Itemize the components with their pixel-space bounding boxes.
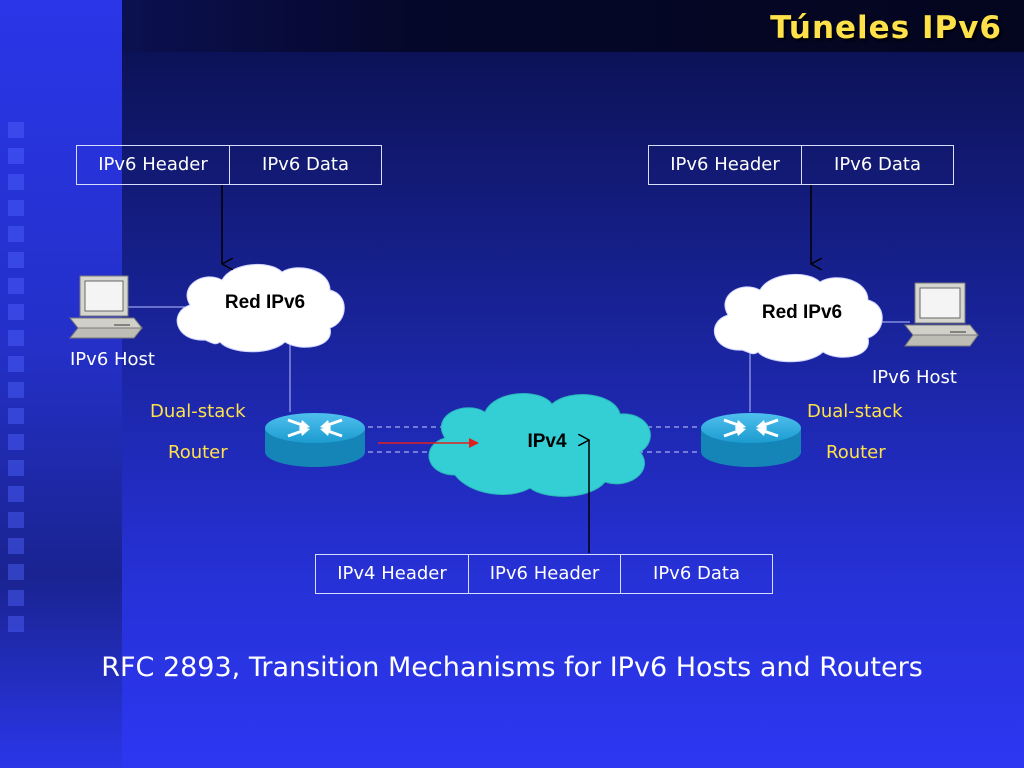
left-host-computer-icon [68, 275, 144, 339]
tunnel-packet: IPv4 Header IPv6 Header IPv6 Data [315, 554, 773, 594]
right-ipv6-cloud: Red IPv6 [713, 273, 883, 363]
right-router-icon [701, 413, 801, 467]
left-packet-header: IPv6 Header [98, 154, 208, 175]
left-host-label: IPv6 Host [70, 349, 155, 370]
left-ipv6-cloud: Red IPv6 [176, 263, 345, 353]
tunnel-packet-ipv6-data: IPv6 Data [620, 555, 772, 593]
left-cloud-label: Red IPv6 [225, 292, 305, 313]
ipv4-cloud-label: IPv4 [527, 431, 567, 452]
right-host-computer-icon [903, 282, 980, 347]
title-bar [0, 0, 1024, 52]
rfc-footer: RFC 2893, Transition Mechanisms for IPv6… [101, 652, 923, 683]
left-ipv6-packet: IPv6 Header IPv6 Data [76, 145, 382, 185]
left-router-icon [265, 413, 365, 467]
left-router-label-line1: Dual-stack [150, 401, 246, 422]
left-packet-data: IPv6 Data [229, 146, 381, 184]
left-decor-panel [0, 0, 122, 768]
tunnel-packet-ipv4-header: IPv4 Header [337, 563, 447, 584]
right-cloud-label: Red IPv6 [762, 302, 842, 323]
ipv4-cloud: IPv4 [428, 393, 651, 497]
right-packet-data: IPv6 Data [801, 146, 953, 184]
left-router-label-line2: Router [168, 442, 228, 463]
right-router-label-line2: Router [826, 442, 886, 463]
right-ipv6-packet: IPv6 Header IPv6 Data [648, 145, 954, 185]
tunnel-packet-ipv6-header: IPv6 Header [468, 555, 620, 593]
right-packet-header: IPv6 Header [670, 154, 780, 175]
right-host-label: IPv6 Host [872, 367, 957, 388]
slide-title: Túneles IPv6 [770, 10, 1002, 46]
right-router-label-line1: Dual-stack [807, 401, 903, 422]
left-decor-squares [8, 122, 26, 642]
